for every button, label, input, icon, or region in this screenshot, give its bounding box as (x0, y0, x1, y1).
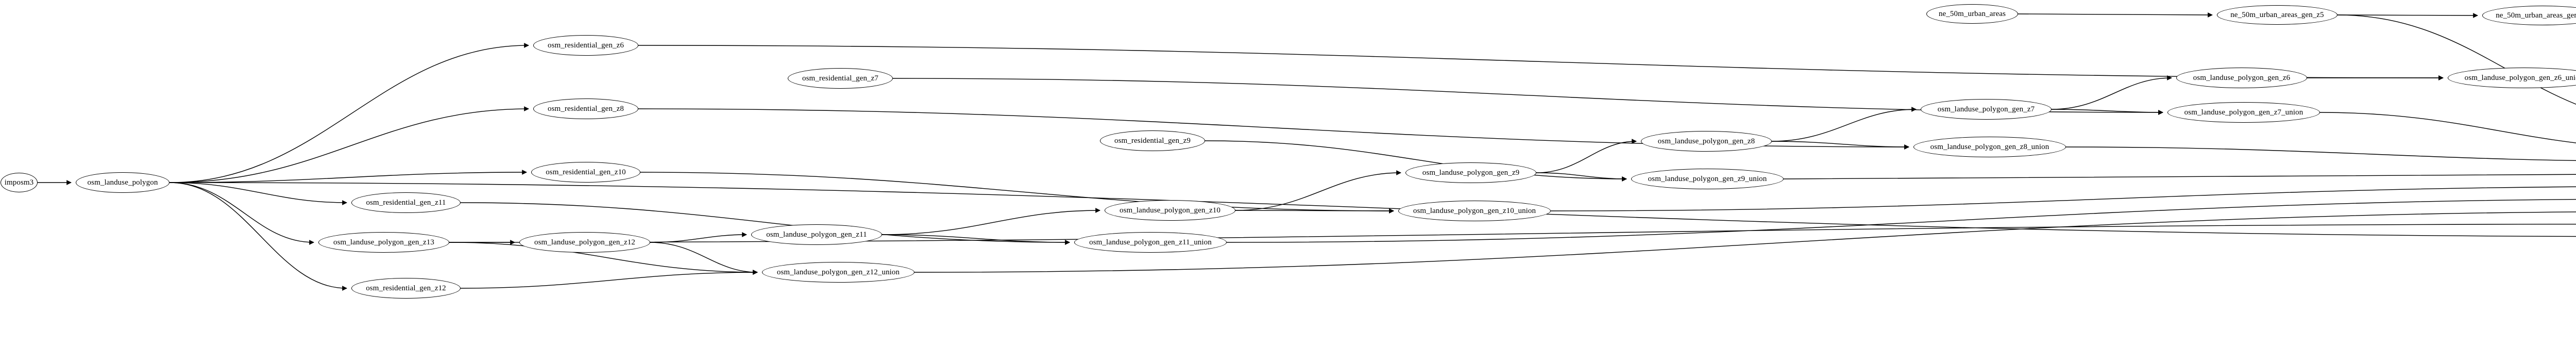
graph-node-osm_landuse_polygon_gen_z8[interactable]: osm_landuse_polygon_gen_z8 (1641, 131, 1772, 152)
graph-node-label: osm_landuse_polygon_gen_z8 (1657, 137, 1755, 145)
graph-edge (2319, 112, 2576, 143)
graph-node-osm_landuse_polygon_gen_z13[interactable]: osm_landuse_polygon_gen_z13 (318, 232, 449, 253)
graph-node-osm_landuse_polygon_gen_z11_union[interactable]: osm_landuse_polygon_gen_z11_union (1074, 232, 1227, 253)
graph-edge (169, 182, 347, 291)
graph-node-osm_residential_gen_z11[interactable]: osm_residential_gen_z11 (351, 192, 461, 213)
graph-node-osm_landuse_polygon[interactable]: osm_landuse_polygon (76, 172, 170, 193)
graph-node-osm_landuse_polygon_gen_z7[interactable]: osm_landuse_polygon_gen_z7 (1921, 99, 2052, 120)
graph-node-label: osm_landuse_polygon_gen_z10_union (1413, 206, 1536, 215)
graph-node-label: ne_50m_urban_areas_gen_z4 (2496, 11, 2576, 20)
graph-node-osm_landuse_polygon_gen_z7_union[interactable]: osm_landuse_polygon_gen_z7_union (2167, 102, 2320, 123)
graph-node-osm_residential_gen_z8[interactable]: osm_residential_gen_z8 (533, 98, 638, 119)
graph-edge (1235, 170, 1401, 211)
graph-node-osm_residential_gen_z12[interactable]: osm_residential_gen_z12 (351, 278, 461, 299)
graph-edge (1536, 139, 1637, 173)
graph-edge (169, 43, 529, 183)
graph-node-label: osm_landuse_polygon_gen_z9 (1422, 168, 1520, 177)
graph-node-osm_residential_gen_z10[interactable]: osm_residential_gen_z10 (531, 162, 640, 183)
graph-node-label: osm_landuse_polygon_gen_z6 (2193, 73, 2291, 82)
graph-edge (1783, 173, 2576, 179)
graph-node-osm_landuse_polygon_gen_z6[interactable]: osm_landuse_polygon_gen_z6 (2176, 68, 2307, 88)
graph-node-osm_residential_gen_z9[interactable]: osm_residential_gen_z9 (1100, 130, 1205, 151)
graph-node-ne_50m_urban_areas_gen_z5[interactable]: ne_50m_urban_areas_gen_z5 (2217, 5, 2337, 25)
graph-node-label: osm_landuse_polygon_gen_z10 (1119, 206, 1221, 215)
graph-node-label: imposm3 (4, 178, 34, 187)
graph-edge (1771, 141, 1909, 150)
graph-edge (650, 242, 758, 275)
graph-edge (2018, 12, 2213, 18)
graph-edge (640, 172, 1394, 213)
graph-node-label: osm_landuse_polygon_gen_z8_union (1930, 142, 2049, 151)
graph-edge (638, 45, 2444, 80)
graph-edge (882, 208, 1100, 235)
graph-node-label: osm_residential_gen_z11 (366, 198, 446, 207)
graph-node-label: ne_50m_urban_areas_gen_z5 (2230, 10, 2324, 19)
graph-edge (1536, 172, 1627, 182)
graph-node-label: osm_residential_gen_z6 (548, 41, 624, 50)
graph-edge (1550, 186, 2576, 211)
graph-node-osm_landuse_polygon_gen_z10[interactable]: osm_landuse_polygon_gen_z10 (1105, 200, 1235, 221)
graph-node-osm_residential_gen_z6[interactable]: osm_residential_gen_z6 (533, 35, 638, 56)
graph-node-label: osm_residential_gen_z7 (802, 74, 878, 83)
graph-edge (169, 182, 347, 205)
graph-edge (1235, 208, 1394, 213)
graph-node-ne_50m_urban_areas_gen_z4[interactable]: ne_50m_urban_areas_gen_z4 (2482, 6, 2576, 25)
graph-edge (2065, 146, 2576, 161)
graph-edge (169, 170, 527, 183)
graph-node-osm_landuse_polygon_gen_z12[interactable]: osm_landuse_polygon_gen_z12 (519, 232, 650, 253)
graph-edge (169, 182, 2576, 237)
graph-edge (882, 234, 1070, 245)
graph-node-label: osm_landuse_polygon_gen_z11_union (1089, 238, 1212, 246)
graph-node-label: osm_residential_gen_z10 (546, 168, 626, 176)
graph-node-label: osm_landuse_polygon (87, 178, 158, 187)
graph-edge (2051, 75, 2172, 110)
graph-edge (169, 182, 314, 245)
graph-node-label: osm_landuse_polygon_gen_z6_union (2464, 73, 2576, 82)
graph-node-osm_landuse_polygon_gen_z11[interactable]: osm_landuse_polygon_gen_z11 (751, 224, 882, 245)
graph-node-label: osm_landuse_polygon_gen_z12 (534, 238, 635, 246)
graph-node-label: osm_landuse_polygon_gen_z11 (766, 230, 867, 239)
graph-node-osm_landuse_polygon_gen_z10_union[interactable]: osm_landuse_polygon_gen_z10_union (1398, 201, 1551, 221)
graph-node-osm_residential_gen_z7[interactable]: osm_residential_gen_z7 (788, 68, 893, 89)
graph-node-osm_landuse_polygon_gen_z9_union[interactable]: osm_landuse_polygon_gen_z9_union (1631, 169, 1784, 189)
graph-edge (460, 270, 758, 289)
graph-node-label: ne_50m_urban_areas (1938, 9, 2006, 18)
graph-node-osm_landuse_polygon_gen_z9[interactable]: osm_landuse_polygon_gen_z9 (1405, 162, 1536, 183)
graph-edge (2051, 109, 2163, 115)
graph-node-label: osm_residential_gen_z9 (1114, 136, 1191, 145)
graph-node-label: osm_landuse_polygon_gen_z7_union (2184, 108, 2303, 117)
graph-node-osm_landuse_polygon_gen_z12_union[interactable]: osm_landuse_polygon_gen_z12_union (762, 262, 914, 283)
graph-node-label: osm_residential_gen_z12 (366, 284, 446, 292)
graph-node-osm_landuse_polygon_gen_z8_union[interactable]: osm_landuse_polygon_gen_z8_union (1913, 137, 2066, 157)
graph-node-label: osm_landuse_polygon_gen_z13 (333, 238, 434, 246)
graph-edge (650, 232, 747, 243)
graph-edge (1771, 107, 1917, 142)
graph-node-label: osm_landuse_polygon_gen_z7 (1937, 105, 2035, 113)
graph-node-ne_50m_urban_areas[interactable]: ne_50m_urban_areas (1926, 4, 2018, 24)
graph-node-osm_landuse_polygon_gen_z6_union[interactable]: osm_landuse_polygon_gen_z6_union (2448, 68, 2576, 88)
graph-node-label: osm_landuse_polygon_gen_z12_union (776, 268, 900, 276)
graph-node-label: osm_residential_gen_z8 (548, 104, 624, 113)
graph-node-imposm3[interactable]: imposm3 (1, 173, 38, 192)
graph-edge (169, 106, 529, 183)
graph-node-label: osm_landuse_polygon_gen_z9_union (1648, 174, 1767, 183)
